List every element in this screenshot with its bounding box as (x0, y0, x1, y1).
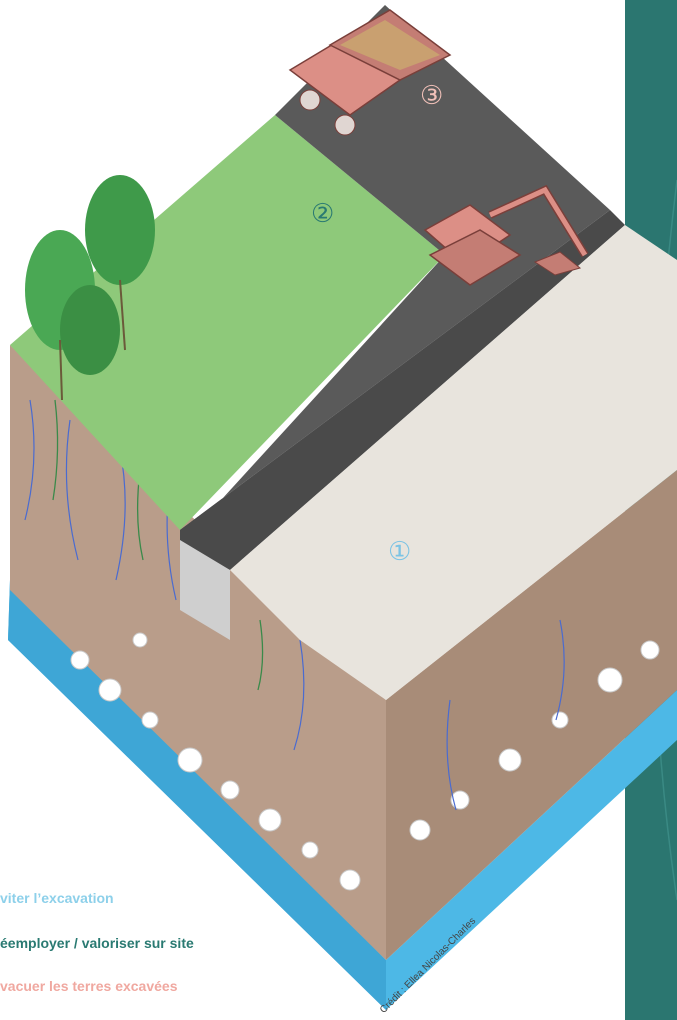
zone-marker-3: ③ (420, 81, 443, 111)
legend-item-reuse-on-site: éemployer / valoriser sur site (0, 935, 194, 951)
legend-item-evacuate-soil: vacuer les terres excavées (0, 978, 177, 994)
zone-marker-2: ② (311, 199, 334, 229)
zone-marker-1: ① (388, 537, 411, 567)
legend-item-avoid-excavation: viter l’excavation (0, 890, 114, 906)
